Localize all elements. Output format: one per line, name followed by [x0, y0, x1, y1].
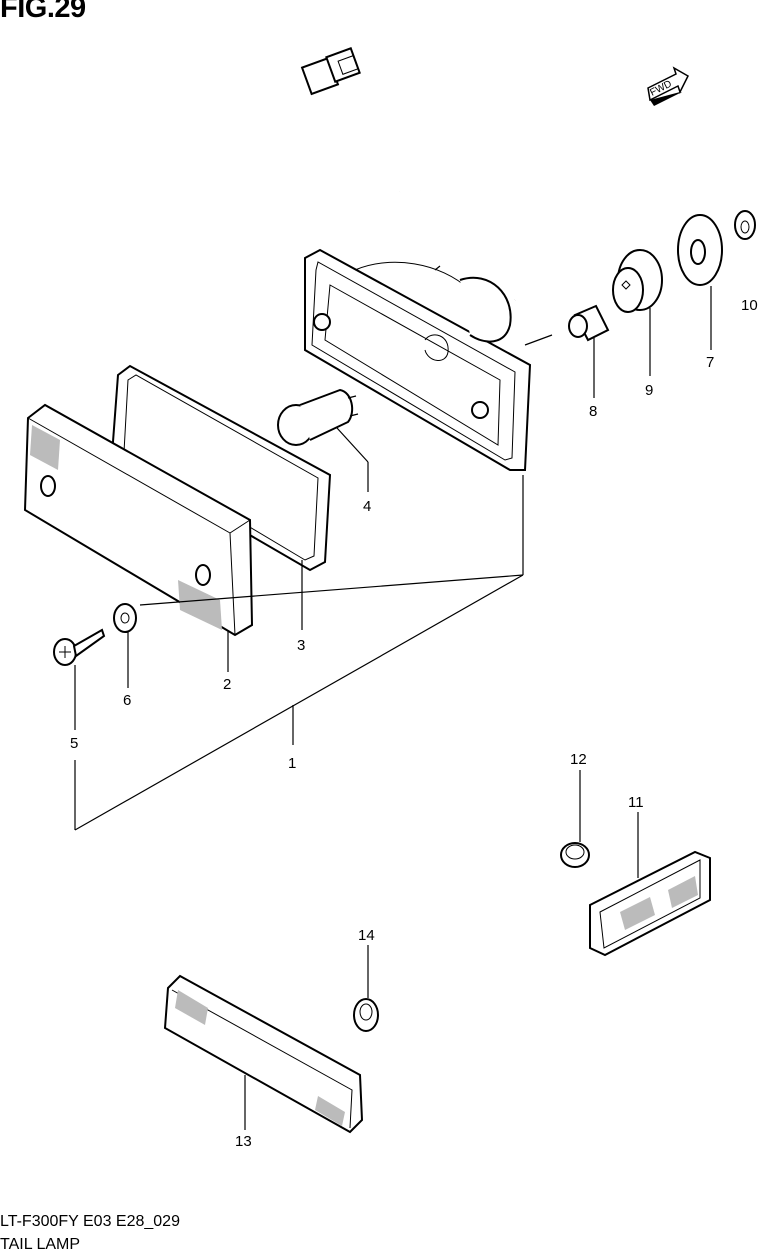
callout-14: 14: [358, 927, 375, 944]
nut-top: [734, 210, 756, 240]
callout-labels: 1 2 3 4 5 6 7 8 9 10 11 12 13 14: [70, 297, 758, 1150]
reflector-rear: [163, 974, 364, 1134]
screw: [53, 628, 106, 666]
callout-7: 7: [706, 354, 714, 371]
cushion: [612, 249, 663, 313]
callout-12: 12: [570, 751, 587, 768]
forward-arrow-icon: FWD: [647, 66, 689, 106]
model-code: LT-F300FY E03 E28_029: [0, 1213, 180, 1230]
callout-6: 6: [123, 692, 131, 709]
callout-2: 2: [223, 676, 231, 693]
figure-title: FIG.29: [0, 0, 86, 24]
part-title: TAIL LAMP: [0, 1236, 81, 1253]
leader-lines: [74, 286, 712, 1130]
spacer: [568, 304, 610, 342]
washer-small: [113, 603, 137, 633]
callout-11: 11: [628, 794, 644, 811]
callout-9: 9: [645, 382, 653, 399]
reflector-side: [589, 850, 711, 957]
nut-reflector-rear: [353, 998, 379, 1032]
callout-5: 5: [70, 735, 78, 752]
callout-1: 1: [288, 755, 296, 772]
callout-3: 3: [297, 637, 305, 654]
bulb: [277, 388, 359, 446]
lens: [23, 403, 254, 637]
wire-harness: [257, 47, 559, 304]
nut-reflector-side: [560, 842, 590, 868]
callout-8: 8: [589, 403, 597, 420]
callout-13: 13: [235, 1133, 252, 1150]
lamp-housing: [304, 248, 553, 471]
washer-large: [677, 214, 723, 286]
callout-10: 10: [741, 297, 758, 314]
callout-4: 4: [363, 498, 371, 515]
